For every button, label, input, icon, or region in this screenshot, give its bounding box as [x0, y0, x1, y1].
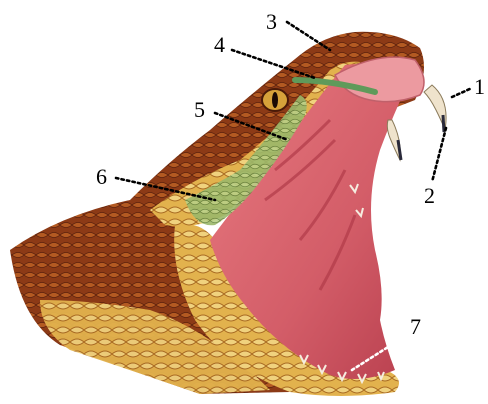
callout-label-4: 4	[214, 32, 225, 57]
callout-label-3: 3	[266, 9, 277, 34]
callout-label-7: 7	[410, 314, 421, 339]
callout-label-2: 2	[424, 183, 435, 208]
callout-label-5: 5	[194, 97, 205, 122]
callout-label-1: 1	[474, 74, 485, 99]
leader-line-3	[287, 22, 330, 50]
fang-tip-right	[443, 115, 444, 132]
leader-line-1	[452, 88, 472, 97]
leader-line-2	[432, 128, 446, 182]
eye-pupil	[272, 92, 278, 108]
callout-label-6: 6	[96, 164, 107, 189]
